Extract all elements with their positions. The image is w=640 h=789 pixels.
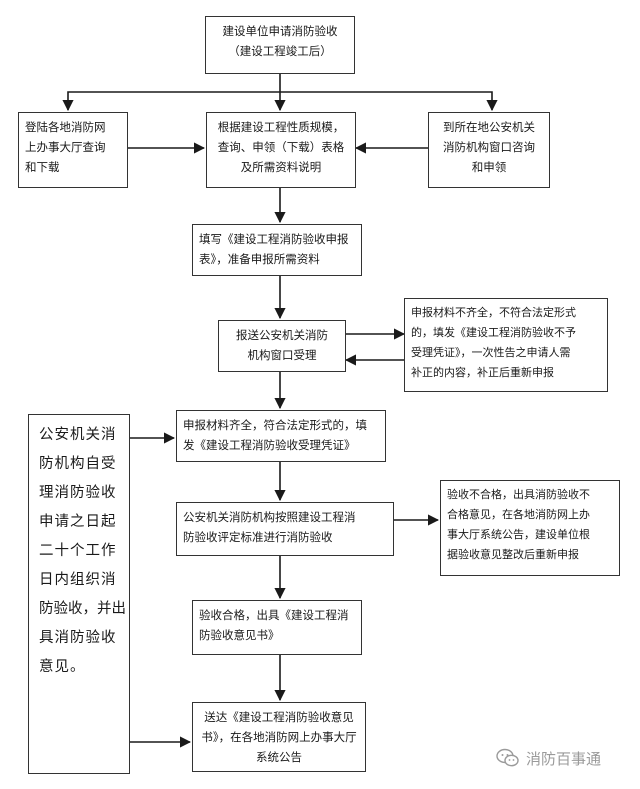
- deadline-line-1: 公安机关消: [39, 427, 117, 443]
- deliver-line-2: 书》，在各地消防网上办事大厅: [201, 730, 357, 744]
- inspect-line-2: 防验收评定标准进行消防验收: [183, 530, 333, 544]
- window-line-2: 消防机构窗口咨询: [443, 140, 535, 154]
- fail-line-1: 验收不合格，出具消防验收不: [447, 488, 590, 501]
- incomplete-line-4: 补正的内容，补正后重新申报: [411, 366, 554, 379]
- submit-box: 报送公安机关消防 机构窗口受理: [218, 320, 346, 372]
- submit-line-1: 报送公安机关消防: [236, 328, 328, 342]
- materials-box: 根据建设工程性质规模， 查询、申领（下载）表格 及所需资料说明: [206, 112, 356, 188]
- materials-line-2: 查询、申领（下载）表格: [217, 140, 345, 154]
- watermark-text: 消防百事通: [526, 749, 602, 768]
- branch-line-right: [280, 91, 498, 112]
- fill-form-line-2: 表》，准备申报所需资料: [199, 252, 320, 266]
- deadline-line-9: 意见。: [39, 659, 86, 675]
- pass-line-1: 验收合格，出具《建设工程消: [199, 608, 349, 622]
- complete-line-1: 申报材料齐全，符合法定形式的，填: [183, 418, 367, 432]
- deadline-line-5: 二十个工作: [39, 543, 117, 559]
- inspect-box: 公安机关消防机构按照建设工程消 防验收评定标准进行消防验收: [176, 502, 394, 556]
- fail-line-4: 据验收意见整改后重新申报: [447, 548, 579, 561]
- complete-line-2: 发《建设工程消防验收受理凭证》: [183, 438, 356, 452]
- deadline-line-4: 申请之日起: [39, 514, 117, 530]
- deadline-line-8: 具消防验收: [39, 630, 117, 646]
- start-box: 建设单位申请消防验收 （建设工程竣工后）: [205, 16, 355, 74]
- incomplete-box: 申报材料不齐全，不符合法定形式 的，填发《建设工程消防验收不予 受理凭证》，一次…: [404, 298, 608, 392]
- start-line-1: 建设单位申请消防验收: [222, 24, 338, 38]
- watermark: 消防百事通: [496, 745, 601, 771]
- online-box: 登陆各地消防网 上办事大厅查询 和下载: [18, 112, 128, 188]
- wechat-icon: [496, 748, 520, 768]
- deadline-line-2: 防机构自受: [39, 456, 117, 472]
- start-line-2: （建设工程竣工后）: [228, 44, 332, 58]
- window-line-3: 和申领: [471, 160, 507, 174]
- fail-line-3: 事大厅系统公告，建设单位根: [447, 528, 590, 541]
- incomplete-line-3: 受理凭证》，一次性告之申请人需: [411, 346, 571, 359]
- window-box: 到所在地公安机关 消防机构窗口咨询 和申领: [428, 112, 550, 188]
- online-line-3: 和下载: [25, 160, 60, 174]
- fill-form-line-1: 填写《建设工程消防验收申报: [199, 232, 349, 246]
- inspect-line-1: 公安机关消防机构按照建设工程消: [183, 510, 356, 524]
- online-line-2: 上办事大厅查询: [25, 140, 106, 154]
- branch-line-left: [62, 91, 280, 112]
- deadline-box: 公安机关消 防机构自受 理消防验收 申请之日起 二十个工作 日内组织消 防验收，…: [28, 414, 130, 774]
- deadline-line-3: 理消防验收: [39, 485, 117, 501]
- materials-line-1: 根据建设工程性质规模，: [217, 120, 345, 134]
- deadline-line-6: 日内组织消: [39, 572, 117, 588]
- window-line-1: 到所在地公安机关: [443, 120, 535, 134]
- fail-line-2: 合格意见，在各地消防网上办: [447, 508, 590, 521]
- pass-line-2: 防验收意见书》: [199, 628, 280, 642]
- pass-box: 验收合格，出具《建设工程消 防验收意见书》: [192, 600, 362, 655]
- fill-form-box: 填写《建设工程消防验收申报 表》，准备申报所需资料: [192, 224, 362, 276]
- submit-line-2: 机构窗口受理: [247, 348, 317, 362]
- deadline-line-7: 防验收，并出: [39, 601, 126, 617]
- incomplete-line-2: 的，填发《建设工程消防验收不予: [411, 326, 576, 339]
- online-line-1: 登陆各地消防网: [25, 120, 106, 134]
- deliver-line-1: 送达《建设工程消防验收意见: [204, 710, 354, 724]
- deliver-box: 送达《建设工程消防验收意见 书》，在各地消防网上办事大厅 系统公告: [192, 702, 366, 772]
- deliver-line-3: 系统公告: [256, 750, 302, 764]
- complete-box: 申报材料齐全，符合法定形式的，填 发《建设工程消防验收受理凭证》: [176, 410, 386, 462]
- materials-line-3: 及所需资料说明: [240, 160, 322, 174]
- incomplete-line-1: 申报材料不齐全，不符合法定形式: [411, 306, 576, 319]
- fail-box: 验收不合格，出具消防验收不 合格意见，在各地消防网上办 事大厅系统公告，建设单位…: [440, 480, 620, 576]
